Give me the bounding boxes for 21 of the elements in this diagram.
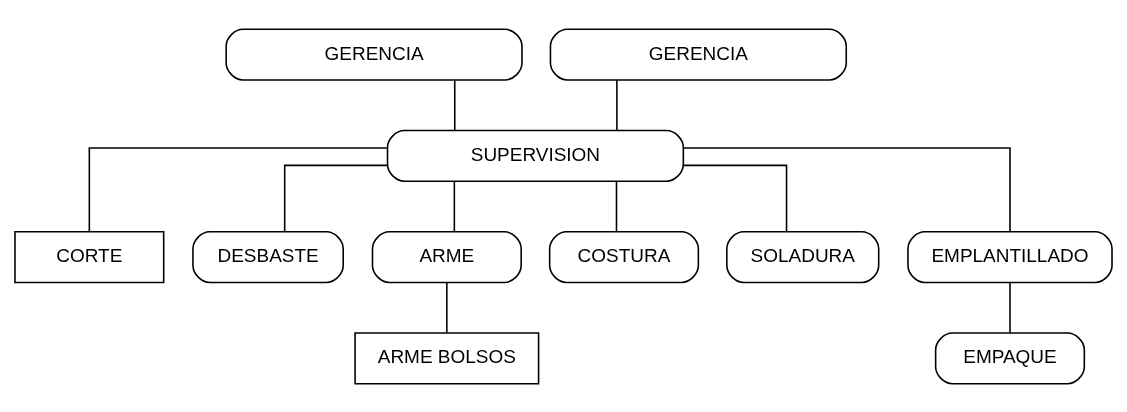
node-box: CORTE [14, 230, 165, 283]
connector [88, 146, 389, 233]
node-box: GERENCIA [225, 28, 523, 81]
node-box: EMPLANTILLADO [907, 230, 1113, 283]
node-box: EMPAQUE [934, 331, 1086, 384]
connector [616, 78, 618, 131]
node-box: ARME BOLSOS [354, 331, 540, 384]
connector [682, 146, 1011, 233]
node-box: SOLADURA [726, 230, 880, 283]
node-box: SUPERVISION [386, 129, 685, 182]
connector [1009, 281, 1011, 333]
node-box: COSTURA [548, 230, 700, 283]
connector [453, 78, 456, 131]
connector [453, 180, 456, 232]
node-box: ARME [371, 230, 522, 283]
connector [446, 281, 448, 333]
node-box: GERENCIA [549, 28, 848, 81]
node-box: DESBASTE [192, 230, 344, 283]
connector [615, 180, 618, 232]
connector [682, 164, 788, 232]
connector [283, 164, 389, 232]
